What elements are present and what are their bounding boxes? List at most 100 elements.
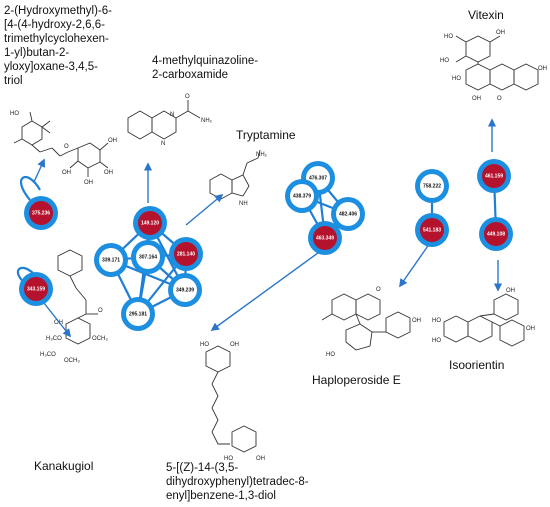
label-line: trimethylcyclohexen- [4, 33, 109, 45]
node-mz-label: 149.120 [141, 220, 159, 226]
atom-label: H₃CO [40, 352, 56, 358]
network-node[interactable]: 463.349 [308, 221, 342, 255]
atom-label: N [170, 112, 174, 118]
node-mz-label: 758.222 [423, 183, 441, 189]
atom-label: O [64, 144, 69, 150]
atom-label: OH [538, 66, 547, 72]
node-mz-label: 463.349 [316, 235, 334, 241]
atom-label: HO [224, 456, 233, 462]
atom-label: OCH₃ [64, 358, 80, 364]
node-mz-label: 449.108 [487, 231, 505, 237]
label-line: yloxy]oxane-3,4,5- [4, 61, 98, 73]
label-line: 2-(Hydroxymethyl)-6- [4, 5, 112, 17]
atom-label: NH [239, 201, 248, 207]
network-node[interactable]: 339.171 [94, 243, 128, 277]
network-node[interactable]: 375.236 [24, 196, 58, 230]
atom-label: OH [108, 138, 117, 144]
atom-label: OH [472, 96, 481, 102]
label-line: triol [4, 75, 23, 87]
structure-tryptamine: NH₂ NH [209, 149, 268, 207]
atom-label: HO [10, 111, 19, 117]
label-hydroxymethyl-oxane-triol: 2-(Hydroxymethyl)-6- [4-(4-hydroxy-2,6,6… [4, 5, 112, 87]
node-mz-label: 375.236 [32, 210, 50, 216]
node-mz-label: 438.379 [293, 193, 311, 199]
label-methylquinazoline-carboxamide: 4-methylquinazoline- 2-carboxamide [152, 55, 258, 81]
label-dihydroxyphenyl-tetradecenyl-benzenediol: 5-[(Z)-14-(3,5- dihydroxyphenyl)tetradec… [166, 462, 309, 502]
label-vitexin: Vitexin [468, 8, 504, 22]
label-line: [4-(4-hydroxy-2,6,6- [4, 19, 105, 31]
network-node[interactable]: 438.379 [285, 179, 319, 213]
edges-cluster-a [19, 176, 41, 201]
network-node[interactable]: 307.164 [131, 240, 165, 274]
arrow-cluster-a-to-terpene [33, 158, 46, 183]
structure-quinazoline: O NH₂ N N [127, 94, 213, 147]
atom-label: OH [62, 170, 71, 176]
node-mz-label: 307.164 [139, 254, 157, 260]
network-node[interactable]: 482.406 [331, 197, 365, 231]
arrow-cluster-e-to-haploperoside [399, 239, 433, 288]
node-mz-label: 476.307 [309, 175, 327, 181]
network-node[interactable]: 541.183 [415, 213, 449, 247]
atom-label: HO [432, 318, 441, 324]
arrow-cluster-b-to-kanakugiol [39, 297, 72, 338]
atom-label: OH [230, 342, 239, 348]
label-line: 2-carboxamide [152, 69, 228, 81]
label-isoorientin: Isoorientin [449, 358, 504, 372]
structure-terpene-glycoside: HO OH OH OH OH O [10, 111, 117, 186]
node-mz-label: 461.159 [485, 173, 503, 179]
atom-label: OH [104, 170, 113, 176]
atom-label: HO [200, 342, 209, 348]
network-node[interactable]: 461.159 [477, 159, 511, 193]
structure-vitexin: OH HO HO HO OH O OH [440, 30, 547, 102]
atom-label: HO [432, 338, 441, 344]
atom-label: OCH₃ [92, 336, 108, 342]
label-line: 1-yl)butan-2- [4, 47, 69, 59]
label-line: 4-methylquinazoline- [152, 55, 258, 67]
atom-label: N [161, 141, 165, 147]
network-node[interactable]: 343.159 [19, 272, 53, 306]
atom-label: OH [256, 456, 265, 462]
atom-label: NH₂ [256, 152, 268, 158]
network-node[interactable]: 149.120 [133, 206, 167, 240]
arrow-cluster-d-to-resorcinol [210, 249, 323, 331]
atom-label: OH [526, 326, 535, 332]
atom-label: NH₂ [201, 118, 213, 124]
network-node[interactable]: 758.222 [415, 169, 449, 203]
arrow-cluster-c-to-tryptamine [185, 193, 224, 226]
network-node[interactable]: 295.181 [121, 297, 155, 331]
atom-label: O [497, 96, 502, 102]
atom-label: OH [506, 288, 515, 294]
atom-label: H₃CO [46, 336, 62, 342]
atom-label: HO [444, 34, 453, 40]
structure-isoorientin: HO HO OH OH [432, 288, 535, 347]
node-mz-label: 349.239 [176, 287, 194, 293]
atom-label: OH [54, 320, 63, 326]
label-line: dihydroxyphenyl)tetradec-8- [166, 476, 309, 488]
structure-haploperoside-e: O HO OH [321, 287, 421, 358]
label-line: enyl]benzene-1,3-diol [166, 490, 276, 502]
atom-label: HO [326, 352, 335, 358]
label-kanakugiol: Kanakugiol [34, 459, 93, 473]
label-haploperoside-e: Haploperoside E [312, 373, 401, 387]
node-mz-label: 482.406 [339, 211, 357, 217]
structure-kanakugiol: O OH H₃CO OCH₃ H₃CO OCH₃ [40, 249, 108, 364]
atom-label: OH [84, 180, 93, 186]
node-mz-label: 343.159 [27, 286, 45, 292]
node-mz-label: 295.181 [129, 311, 147, 317]
network-node[interactable]: 281.140 [169, 237, 203, 271]
atom-label: OH [496, 30, 505, 36]
network-node[interactable]: 349.239 [168, 273, 202, 307]
network-node[interactable]: 449.108 [479, 217, 513, 251]
label-tryptamine: Tryptamine [236, 128, 296, 142]
node-mz-label: 339.171 [102, 257, 120, 263]
node-mz-label: 541.183 [423, 227, 441, 233]
atom-label: HO [440, 58, 449, 64]
label-line: 5-[(Z)-14-(3,5- [166, 462, 238, 474]
atom-label: O [185, 94, 190, 100]
atom-label: OH [412, 318, 421, 324]
node-mz-label: 281.140 [177, 251, 195, 257]
atom-label: O [376, 287, 381, 293]
atom-label: HO [452, 76, 461, 82]
structure-bis-resorcinol: HO OH HO OH [200, 342, 265, 462]
